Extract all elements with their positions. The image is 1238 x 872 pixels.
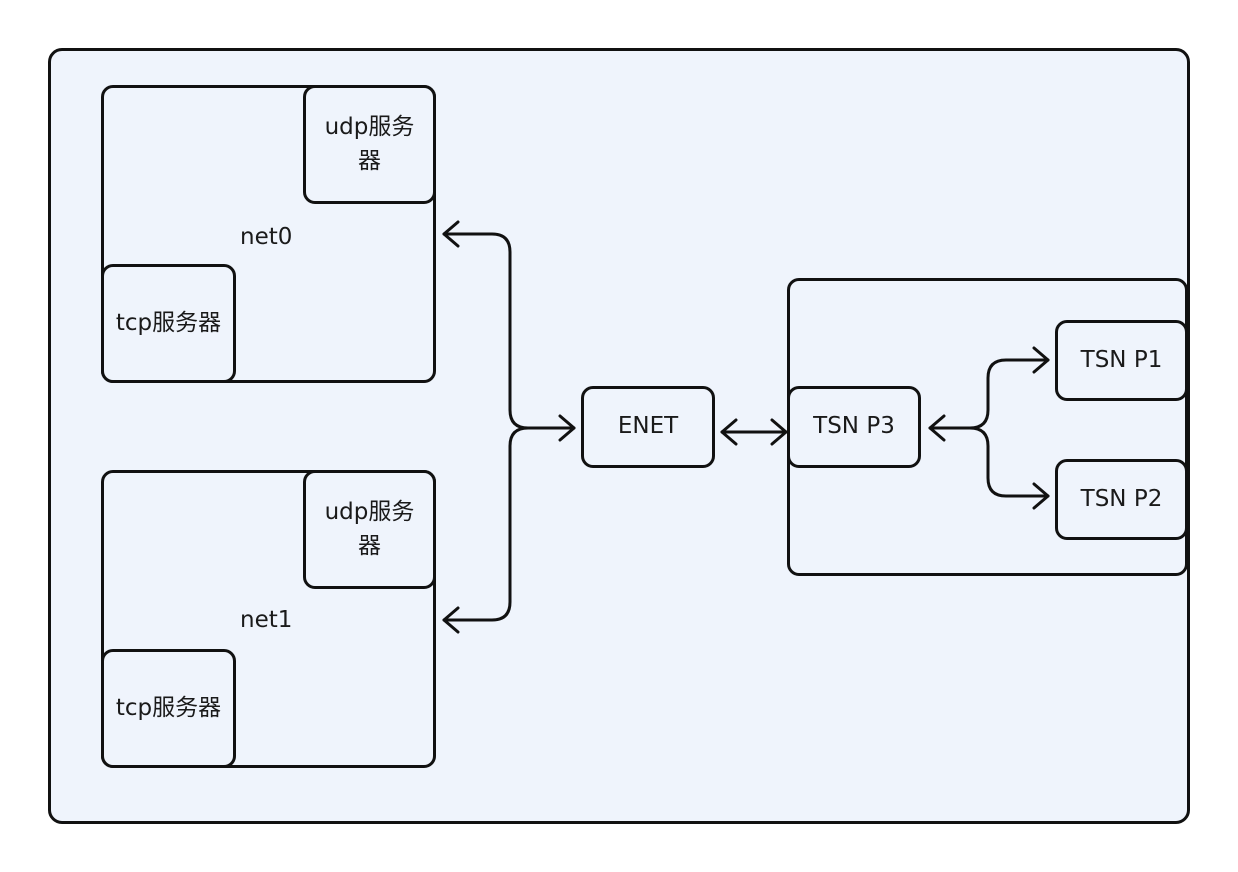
net0-group[interactable] (101, 85, 436, 383)
net1-label: net1 (240, 607, 293, 633)
net1-tcp-server-node[interactable]: tcp服务器 (101, 649, 236, 768)
net1-udp-server-node[interactable]: udp服务器 (303, 470, 436, 589)
enet-label: ENET (617, 413, 679, 440)
net0-udp-server-label: udp服务器 (324, 114, 415, 174)
tsn-p1-label: TSN P1 (1080, 346, 1163, 373)
net0-udp-server-node[interactable]: udp服务器 (303, 85, 436, 204)
net1-udp-server-label: udp服务器 (324, 499, 415, 559)
net0-label: net0 (240, 224, 293, 250)
tsn-p3-label: TSN P3 (813, 413, 895, 440)
tsn-p1-node[interactable]: TSN P1 (1055, 320, 1188, 401)
net1-tcp-server-label: tcp服务器 (115, 694, 222, 721)
tsn-p3-node[interactable]: TSN P3 (787, 386, 921, 468)
net1-group[interactable] (101, 470, 436, 768)
tsn-p2-node[interactable]: TSN P2 (1055, 459, 1188, 540)
enet-node[interactable]: ENET (581, 386, 715, 468)
net0-tcp-server-node[interactable]: tcp服务器 (101, 264, 236, 383)
tsn-p2-label: TSN P2 (1080, 485, 1163, 512)
net0-tcp-server-label: tcp服务器 (115, 309, 222, 336)
